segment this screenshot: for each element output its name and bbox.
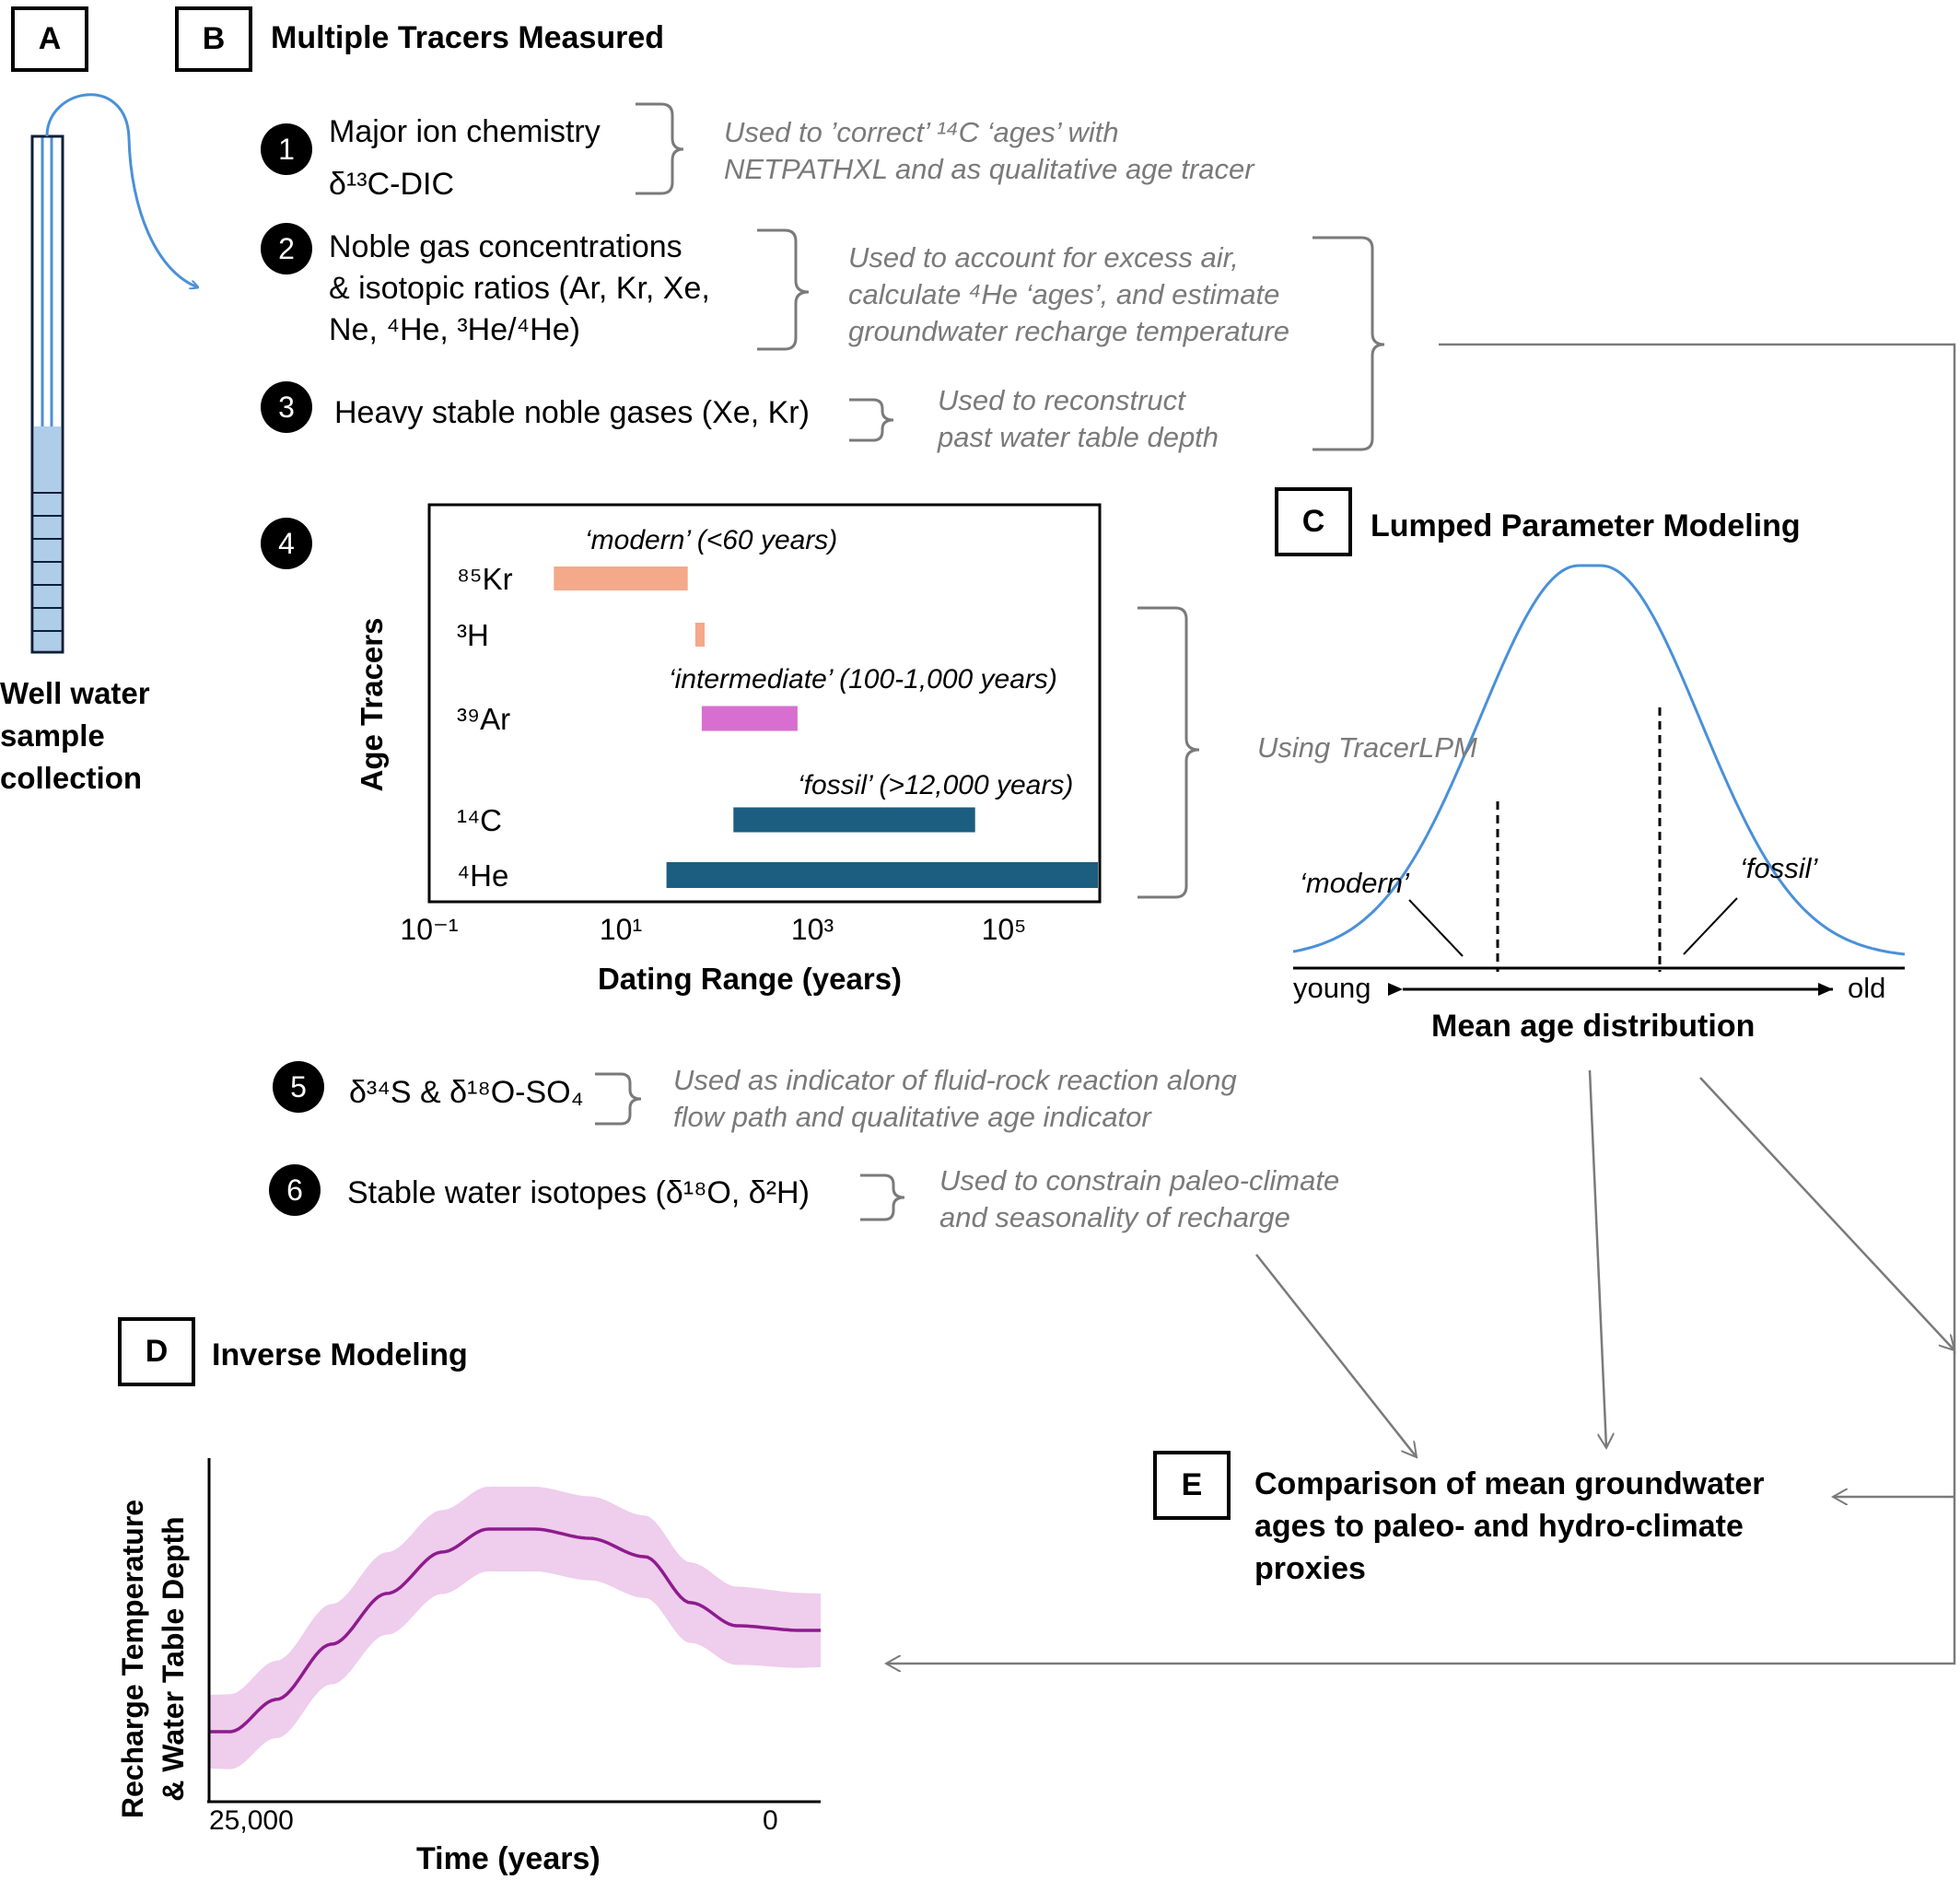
range-bar-4 [666, 862, 1098, 888]
brace-big [1312, 236, 1385, 451]
item-3-number: 3 [261, 381, 312, 433]
x-tick-label-1: 10¹ [600, 913, 642, 946]
panel-b-label: B [175, 6, 252, 72]
panel-e-label: E [1153, 1451, 1231, 1520]
inverse-ylabel: Recharge Temperature & Water Table Depth [116, 1499, 190, 1819]
item-2-number: 2 [261, 223, 312, 274]
category-label-1: ³H [457, 618, 489, 652]
fossil-pointer [1683, 897, 1738, 955]
panel-a-label: A [11, 6, 88, 72]
item-3-note: Used to reconstruct past water table dep… [938, 384, 1219, 453]
panel-c-title: Lumped Parameter Modeling [1371, 508, 1801, 543]
item-5-tracers: δ³⁴S & δ¹⁸O-SO₄ [349, 1075, 584, 1110]
well-illustration [30, 134, 64, 654]
range-bar-3 [733, 807, 975, 833]
tick-25000: 25,000 [209, 1805, 294, 1836]
range-bar-1 [694, 623, 705, 647]
young-label: young [1293, 972, 1371, 1004]
age-distribution-plot [1292, 564, 1906, 996]
panel-b-title: Multiple Tracers Measured [271, 20, 665, 55]
bell-curve [1292, 564, 1906, 956]
modern-pointer [1408, 899, 1464, 957]
mean-curve [209, 1527, 821, 1734]
panel-d-label: D [118, 1317, 195, 1386]
x-tick-label-3: 10⁵ [982, 913, 1027, 946]
old-label: old [1848, 972, 1886, 1004]
category-label-3: ¹⁴C [457, 803, 502, 837]
brace-3 [849, 398, 894, 442]
item-1-tracers: Major ion chemistry δ¹³C-DIC [329, 114, 601, 202]
item-3-tracers: Heavy stable noble gases (Xe, Kr) [334, 395, 810, 430]
range-bar-0 [554, 566, 688, 590]
item-1-number: 1 [261, 123, 312, 175]
sample-arrow [45, 93, 198, 287]
x-tick-label-0: 10⁻¹ [400, 913, 458, 946]
inverse-model-plot [207, 1458, 821, 1804]
fossil-label: ‘fossil’ [1740, 852, 1818, 884]
flow-connectors [886, 343, 1954, 1664]
category-label-4: ⁴He [457, 858, 508, 893]
chart-ylabel: Age Tracers [355, 618, 389, 792]
item-1-note: Used to ’correct’ ¹⁴C ‘ages’ with NETPAT… [724, 116, 1254, 185]
brace-5 [595, 1072, 642, 1126]
item-6-tracers: Stable water isotopes (δ¹⁸O, δ²H) [347, 1175, 810, 1210]
item-4-note: Using TracerLPM [1257, 731, 1477, 764]
x-tick-label-2: 10³ [791, 913, 834, 946]
age-distribution-xlabel: Mean age distribution [1431, 1009, 1756, 1044]
item-6-number: 6 [269, 1164, 321, 1216]
tick-0: 0 [763, 1805, 778, 1836]
item-2-note: Used to account for excess air, calculat… [848, 241, 1290, 347]
range-annotation-1: ‘intermediate’ (100-1,000 years) [669, 664, 1057, 695]
range-annotation-2: ‘fossil’ (>12,000 years) [798, 770, 1073, 800]
inverse-xlabel: Time (years) [416, 1841, 601, 1876]
range-bar-2 [701, 706, 798, 731]
uncertainty-band [209, 1487, 821, 1769]
item-4-number: 4 [261, 518, 312, 569]
brace-2 [757, 228, 810, 351]
chart-xlabel: Dating Range (years) [598, 962, 902, 996]
panel-e-text: Comparison of mean groundwater ages to p… [1254, 1466, 1765, 1586]
brace-1 [636, 102, 684, 195]
item-5-number: 5 [273, 1061, 324, 1113]
modern-label: ‘modern’ [1300, 867, 1409, 899]
brace-group [595, 102, 1385, 1221]
well-caption: Well water sample collection [0, 676, 150, 795]
chart-frame [427, 503, 1102, 904]
category-label-0: ⁸⁵Kr [457, 562, 513, 596]
item-2-tracers: Noble gas concentrations & isotopic rati… [329, 229, 710, 347]
range-annotation-0: ‘modern’ (<60 years) [585, 525, 837, 555]
dating-range-chart: ⁸⁵Kr ³H ³⁹Ar ¹⁴C ⁴He 10⁻¹ 10¹ 10³ 10⁵ ‘modern’ … [355, 503, 1102, 996]
panel-c-label: C [1275, 487, 1352, 556]
panel-d-title: Inverse Modeling [212, 1337, 468, 1372]
category-label-2: ³⁹Ar [457, 702, 510, 736]
brace-6 [860, 1174, 905, 1221]
brace-4 [1138, 606, 1200, 899]
item-6-note: Used to constrain paleo-climate and seas… [939, 1164, 1340, 1233]
item-5-note: Used as indicator of fluid-rock reaction… [673, 1064, 1237, 1133]
